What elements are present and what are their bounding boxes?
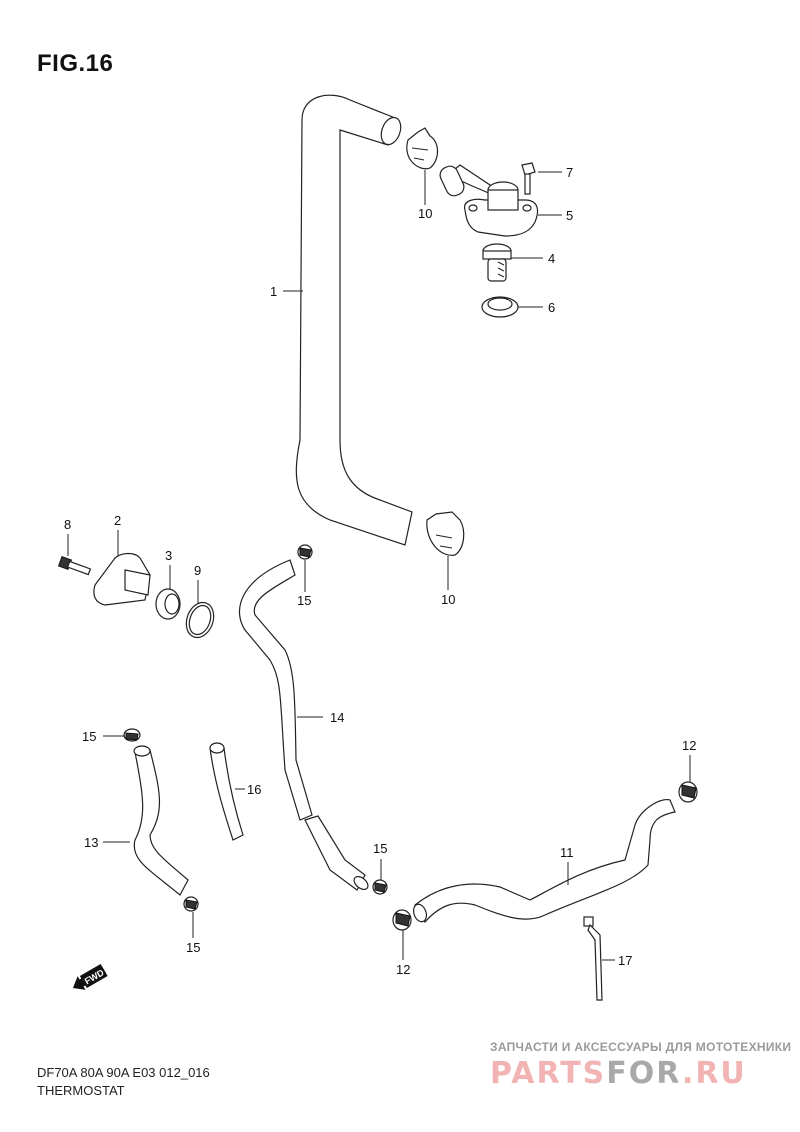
bolt-8[interactable] <box>57 555 92 576</box>
hose-clip-15-c[interactable] <box>372 879 388 895</box>
watermark-subtitle: ЗАПЧАСТИ И АКСЕССУАРЫ ДЛЯ МОТОТЕХНИКИ <box>490 1040 792 1054</box>
hose-clip-15-b[interactable] <box>123 728 141 742</box>
model-code: DF70A 80A 90A E03 012_016 <box>37 1065 210 1080</box>
watermark-brand-part3: .RU <box>681 1056 747 1091</box>
thermostat-cover-5[interactable] <box>438 164 539 237</box>
callout-13: 13 <box>84 835 98 850</box>
housing-2[interactable] <box>93 552 151 606</box>
hose-clip-10-bottom[interactable] <box>426 511 465 556</box>
section-name: THERMOSTAT <box>37 1083 125 1098</box>
hose-14[interactable] <box>238 559 370 892</box>
thermostat-4[interactable] <box>482 243 512 282</box>
callout-8: 8 <box>64 517 71 532</box>
hose-1[interactable] <box>295 94 413 546</box>
cap-3[interactable] <box>155 588 181 620</box>
fwd-direction-badge: FWD <box>72 963 108 990</box>
o-ring-9[interactable] <box>182 599 219 642</box>
callout-5: 5 <box>566 208 573 223</box>
callout-15-a: 15 <box>297 593 311 608</box>
callout-16: 16 <box>247 782 261 797</box>
bolt-7[interactable] <box>521 162 536 195</box>
callout-10-top: 10 <box>418 206 432 221</box>
callout-10-bottom: 10 <box>441 592 455 607</box>
callout-11: 11 <box>560 845 574 860</box>
figure-footer: DF70A 80A 90A E03 012_016 THERMOSTAT <box>37 1064 210 1100</box>
hose-clip-12-right[interactable] <box>678 781 698 803</box>
figure-title: FIG.16 <box>37 50 114 77</box>
callout-7: 7 <box>566 165 573 180</box>
callout-1: 1 <box>270 284 277 299</box>
watermark-brand-part2: FOR <box>606 1056 682 1091</box>
callout-15-d: 15 <box>186 940 200 955</box>
hose-16[interactable] <box>209 742 244 841</box>
leader-lines <box>67 170 691 961</box>
callout-6: 6 <box>548 300 555 315</box>
watermark-logo: PARTSFOR.RU <box>490 1056 747 1091</box>
hose-clip-12-left[interactable] <box>392 909 412 931</box>
seal-6[interactable] <box>481 296 519 318</box>
callout-9: 9 <box>194 563 201 578</box>
callout-17: 17 <box>618 953 632 968</box>
hose-clip-15-a[interactable] <box>297 544 313 560</box>
hose-13[interactable] <box>133 745 189 896</box>
cable-tie-17[interactable] <box>583 916 603 1001</box>
callout-4: 4 <box>548 251 555 266</box>
callout-12-left: 12 <box>396 962 410 977</box>
hose-11[interactable] <box>411 799 676 924</box>
hose-clip-10-top[interactable] <box>406 127 439 170</box>
callout-15-c: 15 <box>373 841 387 856</box>
hose-clip-15-d[interactable] <box>183 896 199 912</box>
callout-3: 3 <box>165 548 172 563</box>
watermark-brand-part1: PARTS <box>490 1056 607 1091</box>
callout-14: 14 <box>330 710 344 725</box>
callout-2: 2 <box>114 513 121 528</box>
callout-15-b: 15 <box>82 729 96 744</box>
callout-12-right: 12 <box>682 738 696 753</box>
